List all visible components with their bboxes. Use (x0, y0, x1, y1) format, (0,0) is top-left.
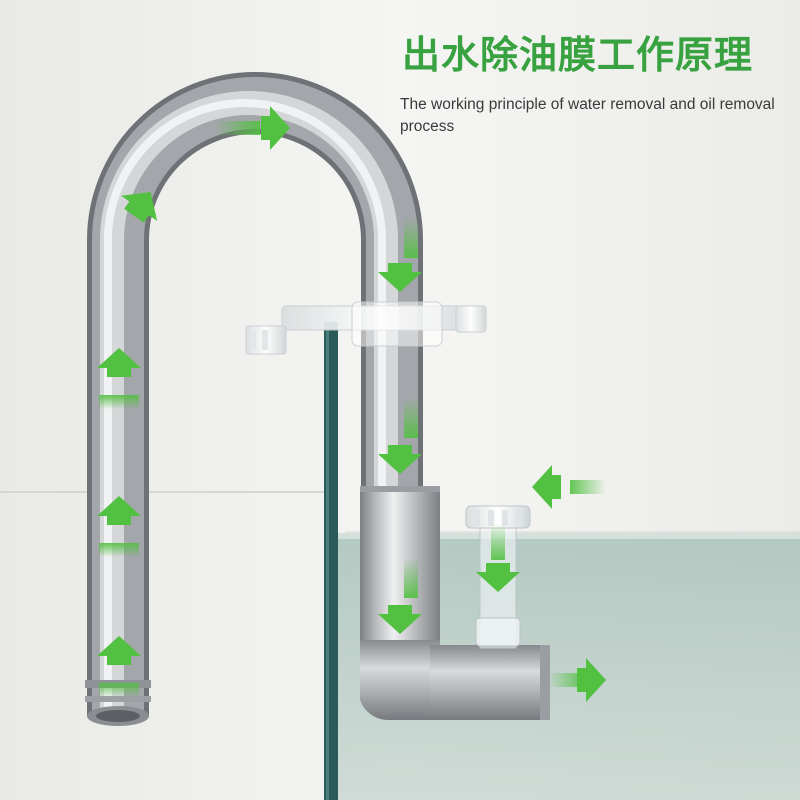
flow-arrows (97, 106, 606, 702)
stainless-pipe (85, 72, 423, 726)
flow-arrow-icon (548, 658, 606, 702)
flow-arrow-icon (378, 558, 422, 634)
page-subtitle: The working principle of water removal a… (400, 96, 775, 135)
flow-arrow-icon (215, 106, 290, 150)
flow-arrow-icon (378, 398, 422, 474)
acrylic-clamp (245, 301, 487, 355)
flow-arrow-icon (532, 465, 606, 509)
flow-arrow-icon (97, 636, 141, 697)
page-title: 出水除油膜工作原理 (402, 33, 754, 77)
flow-arrow-icon (97, 496, 141, 557)
flow-arrow-icon (378, 218, 422, 292)
flow-arrow-icon (97, 348, 141, 409)
flow-arrow-icon (476, 524, 520, 592)
